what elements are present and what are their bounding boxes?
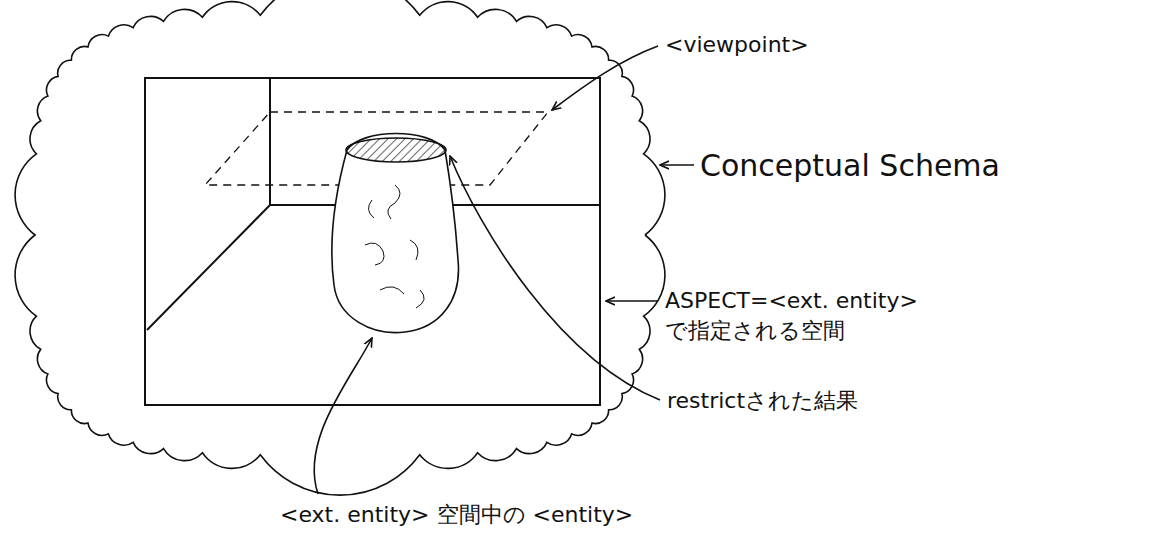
entity-blob (332, 134, 459, 333)
callout-label: ASPECT=<ext. entity> で指定される空間 (665, 286, 920, 345)
floor-diagonal (147, 205, 270, 330)
callout-label: <ext. entity> 空間中の <entity> (280, 500, 633, 530)
room-frame (145, 78, 600, 405)
leader-lines (314, 46, 694, 494)
callout-label: restrictされた結果 (667, 386, 858, 416)
back-wall-edge (269, 78, 271, 205)
leader-line (552, 46, 658, 110)
restricted-region (346, 138, 446, 162)
leader-line (606, 300, 658, 302)
leader-line (660, 164, 694, 166)
callout-label: Conceptual Schema (700, 146, 1000, 187)
leader-line (314, 338, 372, 494)
blob-texture (365, 185, 424, 308)
cloud-outline (15, 0, 665, 495)
leader-line (450, 156, 660, 400)
room-box (145, 78, 600, 405)
callout-label: <viewpoint> (665, 30, 809, 60)
